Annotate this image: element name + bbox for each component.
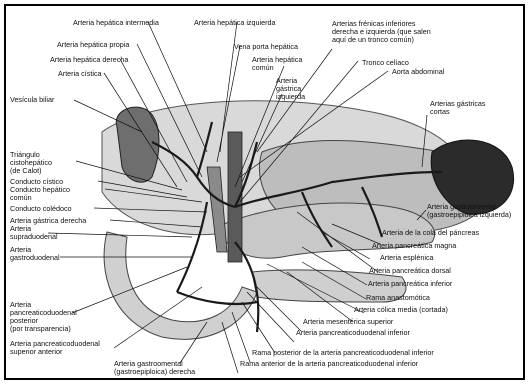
label-arteria-pd-posterior: Arteria pancreaticoduodenal posterior (p… [10,300,79,333]
label-arteria-hepatica-izquierda: Arteria hepática izquierda [194,18,276,27]
label-arteria-gastroomental-derecha: Arteria gastroomental (gastroepiploica) … [114,359,195,376]
label-arteria-pancreatica-inferior: Arteria pancreática inferior [368,279,453,288]
label-arterias-gastricas-cortas: Arterias gástricas cortas [430,99,488,116]
label-arteria-hepatica-intermedia: Arteria hepática intermedia [73,18,159,27]
label-arteria-pd-superior-anterior: Arteria pancreaticoduodenal superior ant… [10,339,102,356]
celiac-trunk-diagram: Arteria hepática intermedia Arteria hepá… [6,6,525,380]
label-arteria-mesenterica-superior: Arteria mesentérica superior [303,317,394,326]
label-conducto-coledoco: Conducto colédoco [10,204,72,213]
label-arteria-hepatica-comun: Arteria hepática común [252,55,304,72]
label-arteria-cola-pancreas: Arteria de la cola del páncreas [382,228,479,237]
label-arteria-supraduodenal: Arteria supraduodenal [10,224,58,241]
label-arteria-cistica: Arteria cística [58,69,102,78]
label-arteria-hepatica-derecha: Arteria hepática derecha [50,55,128,64]
label-aorta-abdominal: Aorta abdominal [392,67,445,76]
anatomy-figure-frame: Arteria hepática intermedia Arteria hepá… [4,4,525,380]
label-arteria-pd-inferior: Arteria pancreaticoduodenal inferior [296,328,410,337]
label-vesicula-biliar: Vesícula biliar [10,95,55,104]
label-conducto-hepatico-comun: Conducto hepático común [10,185,72,202]
label-arteria-pancreatica-magna: Arteria pancreática magna [372,241,456,250]
label-triangulo-cistohepatico: Triángulo cistohepático (de Calot) [10,150,54,175]
label-arteria-gastrica-izquierda: Arteria gástrica izquierda [276,76,305,101]
label-rama-anterior: Rama anterior de la arteria pancreaticod… [240,359,419,368]
label-arteria-esplenica: Arteria esplénica [380,253,434,262]
label-rama-anastomotica: Rama anastomótica [366,293,430,302]
label-tronco-celiaco: Tronco celíaco [362,58,409,67]
label-vena-porta-hepatica: Vena porta hepática [234,42,298,51]
label-arteria-pancreatica-dorsal: Arteria pancreática dorsal [369,266,451,275]
label-arterias-frenicas: Arterias frénicas inferiores derecha e i… [332,19,433,44]
label-arteria-colica-media: Arteria cólica media (cortada) [354,305,448,314]
label-arteria-hepatica-propia: Arteria hepática propia [57,40,129,49]
label-rama-posterior: Rama posterior de la arteria pancreatico… [252,348,434,357]
label-arteria-gastroduodenal: Arteria gastroduodenal [10,245,60,262]
